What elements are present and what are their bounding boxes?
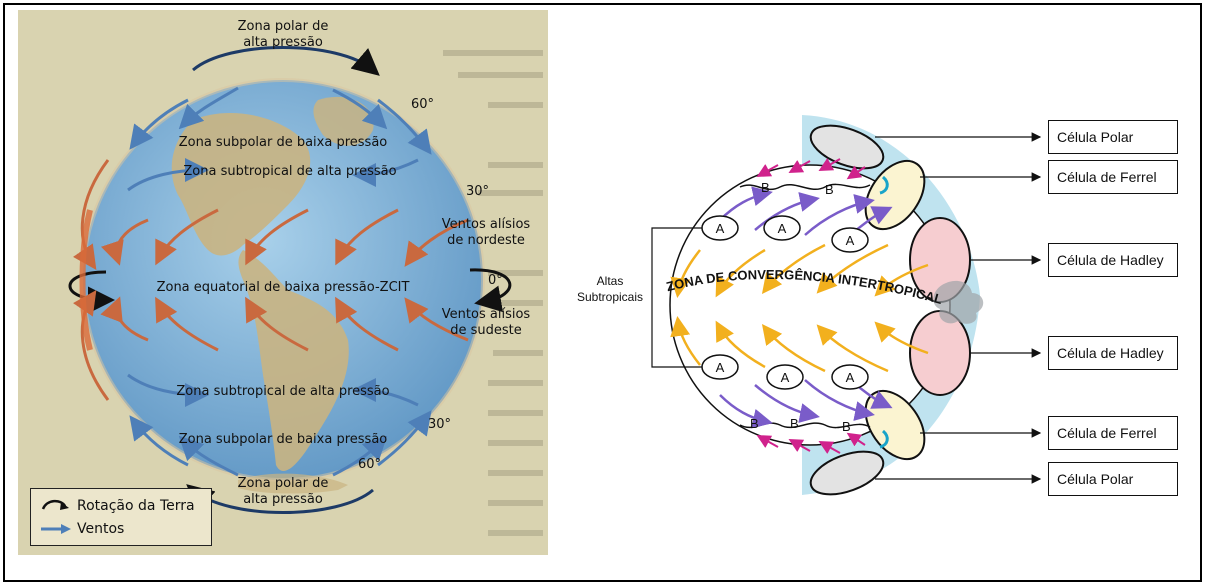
polar-cell-south — [809, 450, 885, 496]
subtropical-highs-north — [701, 215, 869, 253]
low-symbol: B — [842, 419, 851, 434]
greenland-landmass — [313, 96, 374, 146]
polar-easterly-arrows — [756, 158, 866, 454]
warm-edge-band — [79, 209, 93, 351]
latitude-equator: 0° — [488, 273, 503, 288]
rotation-arrow-top — [192, 46, 380, 76]
cell-label-hadley-north: Célula de Hadley — [1048, 243, 1178, 277]
low-symbol: B — [825, 182, 834, 197]
cell-label-polar-north: Célula Polar — [1048, 120, 1178, 154]
subtropical-highs-bracket — [651, 227, 702, 368]
subtropical-highs-label-line2: Subtropicais — [577, 290, 643, 304]
north-america-landmass — [171, 112, 311, 256]
cell-label-ferrel-north: Célula de Ferrel — [1048, 160, 1178, 194]
trade-winds-northeast-line1: Ventos alísios — [442, 217, 531, 232]
cell-label-hadley-south: Célula de Hadley — [1048, 336, 1178, 370]
global-pressure-map: Zona polar de alta pressão Zona subpolar… — [18, 10, 548, 555]
globe-illustration: Zona polar de alta pressão Zona subpolar… — [68, 19, 543, 536]
trade-winds-northeast-line2: de nordeste — [447, 233, 525, 248]
latitude-30n: 30° — [466, 184, 489, 199]
high-symbol: A — [716, 221, 725, 236]
trade-wind-arrows — [670, 243, 929, 373]
itcz-cloud — [933, 280, 984, 324]
hadley-cell-south — [909, 310, 971, 396]
zone-subpolar-south: Zona subpolar de baixa pressão — [179, 432, 388, 447]
zone-polar-south-line2: alta pressão — [243, 492, 323, 507]
high-symbol: A — [778, 221, 787, 236]
latitude-60s: 60° — [358, 457, 381, 472]
polar-wind-arrows — [127, 86, 432, 477]
cells-svg: ZONA DE CONVERGÊNCIA INTERTROPICAL A A A… — [577, 115, 1042, 496]
map-legend: Rotação da Terra Ventos — [30, 488, 212, 546]
polar-front-marker-south — [879, 429, 889, 449]
trade-winds-southeast-line2: de sudeste — [450, 323, 522, 338]
wind-legend-icon — [41, 524, 71, 534]
low-symbol: B — [790, 416, 799, 431]
zone-subtropical-north: Zona subtropical de alta pressão — [183, 164, 396, 179]
high-symbol: A — [716, 360, 725, 375]
subtropical-highs-label-line1: Altas — [597, 274, 624, 288]
background-text-texture — [443, 50, 543, 536]
zone-equatorial-itcz: Zona equatorial de baixa pressão-ZCIT — [157, 280, 410, 295]
legend-rotation-label: Rotação da Terra — [77, 498, 195, 514]
legend-row-rotation: Rotação da Terra — [39, 497, 195, 515]
figure-frame — [3, 3, 1202, 582]
subtropical-highs-south — [701, 354, 869, 390]
polar-front-marker-north — [879, 175, 889, 195]
low-symbol: B — [750, 416, 759, 431]
trade-winds-southeast-line1: Ventos alísios — [442, 307, 531, 322]
cell-label-polar-south: Célula Polar — [1048, 462, 1178, 496]
legend-winds-label: Ventos — [77, 521, 125, 537]
zone-subpolar-north: Zona subpolar de baixa pressão — [179, 135, 388, 150]
zone-polar-south-line1: Zona polar de — [238, 476, 329, 491]
cell-label-ferrel-south: Célula de Ferrel — [1048, 416, 1178, 450]
legend-row-winds: Ventos — [39, 521, 124, 537]
latitude-60n: 60° — [411, 97, 434, 112]
rotation-legend-icon — [41, 499, 69, 510]
tropical-wind-arrows — [72, 159, 469, 401]
high-symbol: A — [846, 370, 855, 385]
low-symbol: B — [761, 180, 770, 195]
cell-pointer-arrows — [875, 132, 1042, 484]
zone-polar-north-line1: Zona polar de — [238, 19, 329, 34]
high-symbol: A — [781, 370, 790, 385]
zone-subtropical-south: Zona subtropical de alta pressão — [176, 384, 389, 399]
rotation-arrow-right — [469, 268, 512, 313]
latitude-30s: 30° — [428, 417, 451, 432]
zone-polar-north-line2: alta pressão — [243, 35, 323, 50]
polar-cell-north — [809, 124, 885, 170]
circulation-cells-diagram: ZONA DE CONVERGÊNCIA INTERTROPICAL A A A… — [570, 95, 1190, 575]
high-symbol: A — [846, 233, 855, 248]
